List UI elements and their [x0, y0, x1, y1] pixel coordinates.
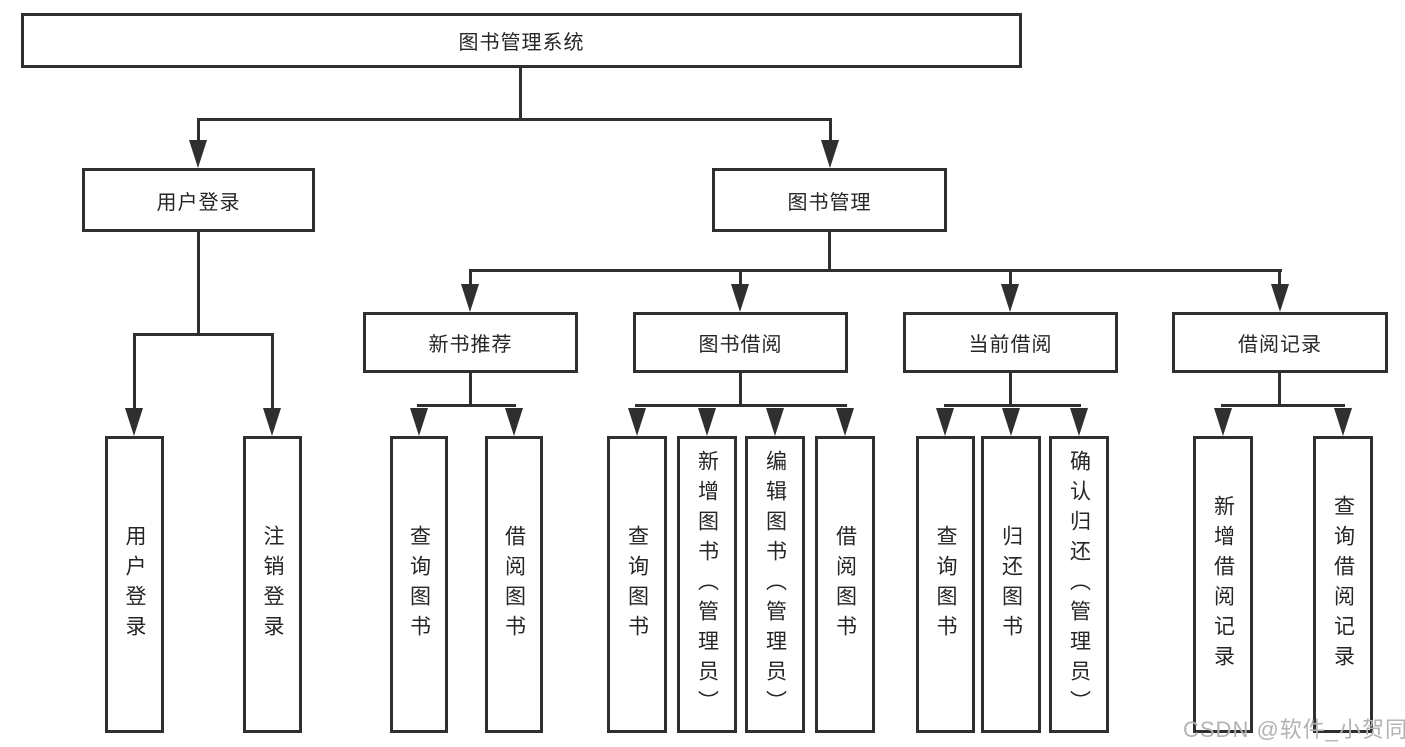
- node-book-management: 图书管理: [712, 168, 947, 232]
- connector-line: [944, 404, 1081, 407]
- arrow-down-icon: [1334, 408, 1352, 436]
- connector-line: [635, 404, 847, 407]
- arrow-down-icon: [125, 408, 143, 436]
- connector-line: [828, 232, 831, 271]
- leaf-add-borrow-record: 新增借阅记录: [1193, 436, 1253, 733]
- arrow-down-icon: [461, 284, 479, 312]
- arrow-down-icon: [1070, 408, 1088, 436]
- leaf-query-books-current-label: 查询图书: [934, 524, 957, 645]
- leaf-query-books-borrow-label: 查询图书: [625, 524, 649, 645]
- arrow-down-icon: [1271, 284, 1289, 312]
- leaf-query-books-recommend: 查询图书: [390, 436, 448, 733]
- connector-line: [133, 336, 136, 408]
- connector-line: [1278, 272, 1281, 285]
- leaf-query-borrow-record: 查询借阅记录: [1313, 436, 1373, 733]
- leaf-add-book-admin-label: 新增图书（管理员）: [695, 449, 719, 720]
- arrow-down-icon: [936, 408, 954, 436]
- arrow-down-icon: [263, 408, 281, 436]
- connector-line: [133, 333, 274, 336]
- leaf-query-books-borrow: 查询图书: [607, 436, 667, 733]
- connector-line: [739, 272, 742, 285]
- connector-line: [469, 373, 472, 406]
- leaf-borrow-books-recommend-label: 借阅图书: [502, 524, 526, 645]
- leaf-edit-book-admin: 编辑图书（管理员）: [745, 436, 805, 733]
- node-root-label: 图书管理系统: [458, 32, 585, 54]
- node-user-login: 用户登录: [82, 168, 315, 232]
- connector-line: [1009, 373, 1012, 406]
- arrow-down-icon: [731, 284, 749, 312]
- arrow-down-icon: [698, 408, 716, 436]
- leaf-user-login-label: 用户登录: [123, 524, 146, 645]
- node-borrow-records: 借阅记录: [1172, 312, 1388, 373]
- connector-line: [197, 232, 200, 335]
- node-new-book-recommend-label: 新书推荐: [428, 334, 513, 356]
- leaf-query-borrow-record-label: 查询借阅记录: [1331, 494, 1355, 675]
- leaf-borrow-books-label: 借阅图书: [833, 524, 857, 645]
- connector-line: [1221, 404, 1345, 407]
- leaf-edit-book-admin-label: 编辑图书（管理员）: [763, 449, 787, 720]
- node-borrow-records-label: 借阅记录: [1238, 334, 1322, 356]
- node-new-book-recommend: 新书推荐: [363, 312, 578, 373]
- arrow-down-icon: [410, 408, 428, 436]
- leaf-confirm-return-admin: 确认归还（管理员）: [1049, 436, 1109, 733]
- connector-line: [1009, 272, 1012, 285]
- leaf-add-book-admin: 新增图书（管理员）: [677, 436, 737, 733]
- arrow-down-icon: [836, 408, 854, 436]
- connector-line: [829, 121, 832, 141]
- connector-line: [519, 68, 522, 120]
- leaf-borrow-books-recommend: 借阅图书: [485, 436, 543, 733]
- watermark-text: CSDN @软件_小贺同学: [1183, 717, 1405, 742]
- connector-line: [197, 121, 200, 141]
- connector-line: [197, 118, 832, 121]
- connector-line: [469, 272, 472, 285]
- leaf-user-login: 用户登录: [105, 436, 164, 733]
- leaf-logout: 注销登录: [243, 436, 302, 733]
- leaf-confirm-return-admin-label: 确认归还（管理员）: [1067, 449, 1091, 720]
- connector-line: [417, 404, 516, 407]
- arrow-down-icon: [1002, 408, 1020, 436]
- connector-line: [271, 336, 274, 408]
- arrow-down-icon: [505, 408, 523, 436]
- arrow-down-icon: [189, 140, 207, 168]
- arrow-down-icon: [821, 140, 839, 168]
- node-book-management-label: 图书管理: [787, 191, 872, 214]
- leaf-borrow-books: 借阅图书: [815, 436, 875, 733]
- leaf-logout-label: 注销登录: [261, 524, 284, 645]
- leaf-return-books-label: 归还图书: [999, 524, 1023, 645]
- node-current-borrow: 当前借阅: [903, 312, 1118, 373]
- node-user-login-label: 用户登录: [156, 191, 241, 214]
- leaf-return-books: 归还图书: [981, 436, 1041, 733]
- connector-line: [1278, 373, 1281, 406]
- arrow-down-icon: [766, 408, 784, 436]
- connector-line: [469, 269, 1282, 272]
- leaf-add-borrow-record-label: 新增借阅记录: [1211, 494, 1235, 675]
- node-book-borrow: 图书借阅: [633, 312, 848, 373]
- leaf-query-books-recommend-label: 查询图书: [407, 524, 431, 645]
- arrow-down-icon: [628, 408, 646, 436]
- connector-line: [739, 373, 742, 406]
- arrow-down-icon: [1001, 284, 1019, 312]
- node-root: 图书管理系统: [21, 13, 1022, 68]
- node-book-borrow-label: 图书借阅: [698, 334, 783, 356]
- arrow-down-icon: [1214, 408, 1232, 436]
- node-current-borrow-label: 当前借阅: [968, 334, 1053, 356]
- leaf-query-books-current: 查询图书: [916, 436, 975, 733]
